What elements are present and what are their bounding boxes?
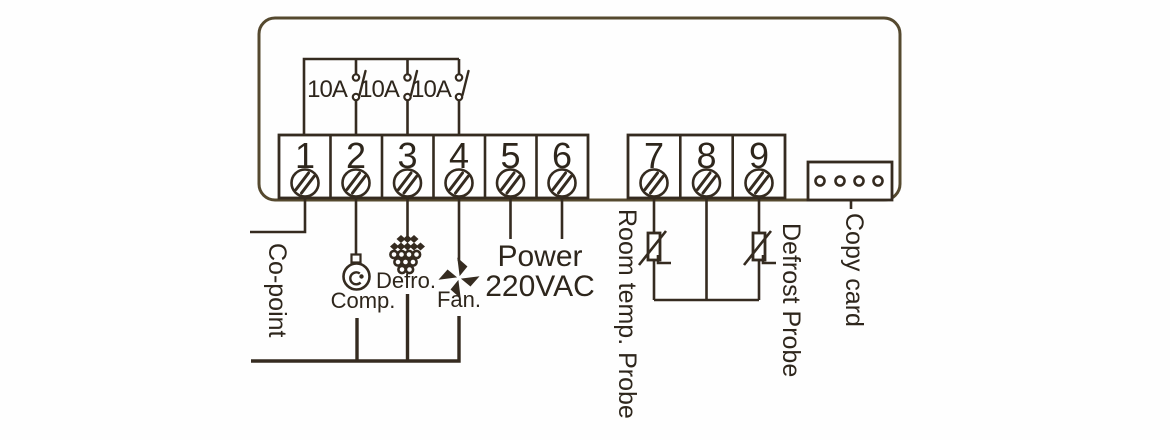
thermistor-icon xyxy=(637,230,671,266)
terminal-number: 3 xyxy=(397,135,417,176)
relay-rating-label: 10A xyxy=(411,76,452,103)
co-point-wire xyxy=(250,196,307,234)
terminal-dividers xyxy=(679,135,734,198)
contact-dot xyxy=(403,73,412,82)
screw-terminal xyxy=(691,168,722,198)
screw-terminal xyxy=(639,168,669,198)
co-point-label: Co-point xyxy=(263,243,291,338)
terminal-number: 6 xyxy=(552,135,572,176)
defrost-label: Defro. xyxy=(376,268,436,293)
contact-dot xyxy=(454,92,464,102)
switch-blade xyxy=(461,69,470,97)
power-label-line1: Power xyxy=(497,240,582,273)
controller-outline xyxy=(257,16,902,202)
screw-terminal xyxy=(744,168,774,198)
switch-blade xyxy=(358,69,367,97)
fan-icon xyxy=(438,257,480,299)
relay-switch-3 xyxy=(454,69,470,102)
pin-hole xyxy=(814,175,826,187)
screw-terminal xyxy=(495,168,526,198)
terminal-number: 9 xyxy=(749,135,769,176)
relay-switch-2 xyxy=(403,69,419,102)
contact-dot xyxy=(351,92,361,102)
terminal-number: 2 xyxy=(346,135,366,176)
contact-dot xyxy=(454,73,464,82)
load-wiring xyxy=(250,196,564,363)
copy-card-label: Copy card xyxy=(840,213,868,327)
terminal-dividers xyxy=(329,135,538,198)
power-label-line2: 220VAC xyxy=(485,270,595,303)
terminal-block-left: 1 2 3 4 5 6 xyxy=(277,133,590,200)
probe-wiring xyxy=(637,196,776,302)
pin-hole xyxy=(872,175,884,187)
power-wires xyxy=(509,196,564,239)
compressor-icon xyxy=(342,253,371,291)
screw-terminal xyxy=(290,168,320,198)
relay-switch-1 xyxy=(351,69,367,102)
room-probe-label: Room temp. Probe xyxy=(613,209,641,419)
thermistor-icon xyxy=(742,230,776,266)
screw-terminals xyxy=(290,168,774,198)
relay-rating-label: 10A xyxy=(307,76,348,103)
copy-card-port xyxy=(806,160,894,209)
relay-contacts: 10A 10A 10A xyxy=(302,57,470,135)
screw-terminal xyxy=(547,168,577,198)
contact-dot xyxy=(351,73,361,82)
relay-bus-wire xyxy=(302,57,461,135)
relay-rating-label: 10A xyxy=(359,76,400,103)
probe-wires xyxy=(652,196,761,302)
fan-label: Fan. xyxy=(437,287,481,312)
compressor-label: Comp. xyxy=(331,288,396,313)
screw-terminal xyxy=(341,168,371,198)
switch-blade xyxy=(409,69,419,97)
terminal-number: 1 xyxy=(295,135,315,176)
pin-hole xyxy=(853,175,865,187)
labels: Co-point Comp. Defro. Fan. Power 220VAC … xyxy=(263,209,868,419)
terminal-number: 8 xyxy=(696,135,716,176)
contact-dot xyxy=(403,92,412,102)
terminal-number: 7 xyxy=(644,135,664,176)
screw-terminal xyxy=(392,168,423,198)
screw-terminal xyxy=(444,168,474,198)
terminal-number: 4 xyxy=(449,135,469,176)
common-bus-wire xyxy=(251,294,461,363)
pin-hole xyxy=(834,175,846,187)
terminal-number: 5 xyxy=(500,135,520,176)
defrost-probe-label: Defrost Probe xyxy=(777,223,805,377)
snowflake-icon xyxy=(389,235,425,275)
